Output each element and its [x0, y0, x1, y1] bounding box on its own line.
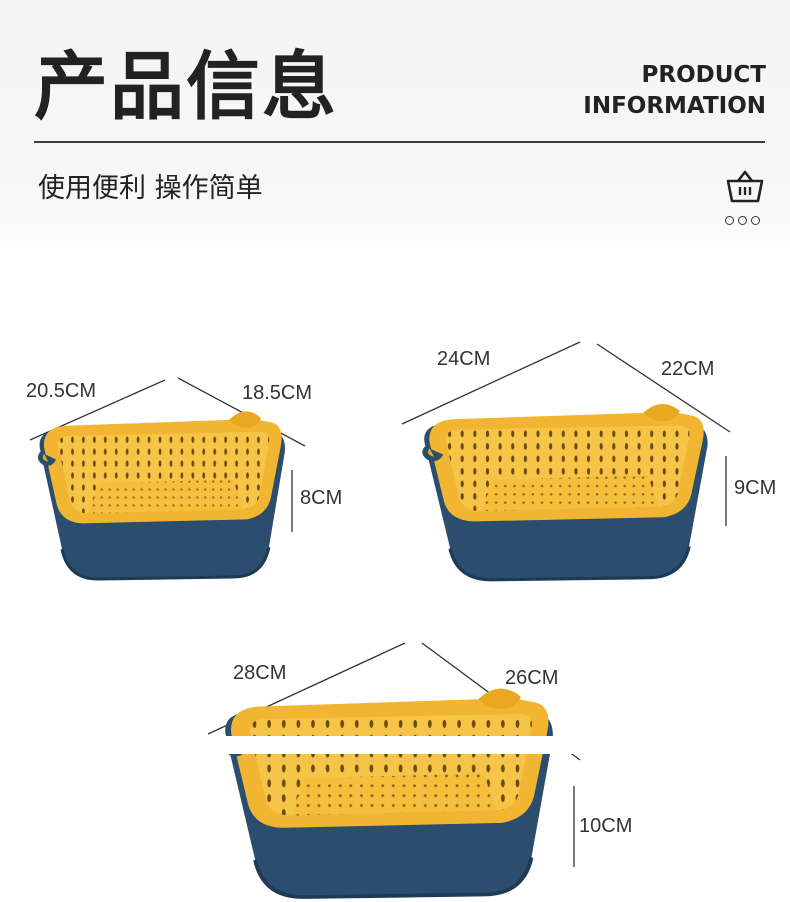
product-2-depth-label: 22CM — [661, 358, 715, 380]
indicator-dot — [738, 216, 747, 225]
title-english-line2: INFORMATION — [583, 93, 766, 119]
product-1-depth-label: 18.5CM — [242, 382, 313, 404]
product-3-width-label: 28CM — [233, 662, 287, 684]
page-title: 产品信息 — [34, 44, 338, 130]
product-2-depth-line — [596, 343, 731, 433]
product-3-height-label: 10CM — [579, 815, 633, 837]
product-2-image — [420, 402, 710, 582]
basket-icon — [726, 170, 764, 203]
page-title-english: PRODUCT INFORMATION — [583, 60, 766, 122]
product-1-depth-line — [177, 377, 306, 447]
page-indicator — [725, 216, 760, 230]
indicator-dot — [751, 216, 760, 225]
header-divider — [34, 141, 765, 143]
header-background — [0, 0, 790, 262]
product-1-image — [36, 409, 287, 581]
image-gap — [190, 736, 610, 754]
product-2-height-label: 9CM — [734, 477, 777, 499]
product-2-width-line — [401, 341, 581, 425]
product-2-width-label: 24CM — [437, 348, 491, 370]
product-1-height-label: 8CM — [300, 487, 343, 509]
page-subtitle: 使用便利 操作简单 — [38, 173, 263, 204]
product-3-image — [220, 686, 555, 900]
product-3-depth-label: 26CM — [505, 667, 559, 689]
title-english-line1: PRODUCT — [641, 62, 766, 88]
product-1-width-label: 20.5CM — [26, 380, 97, 402]
indicator-dot — [725, 216, 734, 225]
